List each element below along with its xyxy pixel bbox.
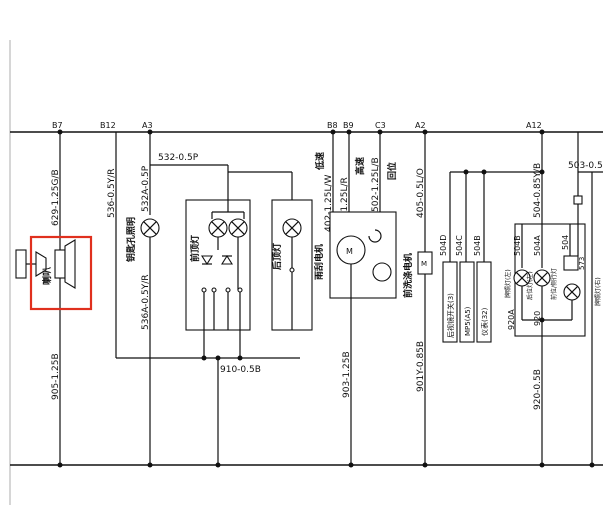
connector-a3: A3 bbox=[142, 121, 153, 130]
horn-highlight bbox=[29, 235, 93, 311]
wire-920a: 920A bbox=[507, 309, 516, 330]
wire-wiper-ground: 903-1.25B bbox=[342, 351, 352, 398]
rear-pos-left-label: 后位灯(左) bbox=[526, 271, 534, 300]
wire-920: 920 bbox=[533, 311, 542, 326]
dome-lamp-circuit: 前顶灯 后顶灯 bbox=[150, 164, 313, 468]
mp5-label: MP5(A5) bbox=[464, 306, 472, 336]
wire-504a: 504A bbox=[533, 235, 542, 256]
keyhole-light-circuit: 536-0.5Y/R 532A-0.5P 536A-0.5Y/R 钥匙孔照明 5… bbox=[107, 129, 300, 468]
wiper-high-label: 高速 bbox=[354, 157, 366, 175]
rear-dome-label: 后顶灯 bbox=[271, 243, 283, 270]
cluster-box bbox=[476, 261, 492, 343]
connector-b12: B12 bbox=[100, 121, 116, 130]
wire-key-mid: 532A-0.5P bbox=[141, 165, 151, 212]
connector-b8: B8 bbox=[327, 121, 338, 130]
connector-b7: B7 bbox=[52, 121, 63, 130]
wire-wiper-low: 402-1.25L/W bbox=[324, 174, 334, 232]
connector-a2: A2 bbox=[415, 121, 426, 130]
wiper-motor-label: 雨刮电机 bbox=[313, 244, 325, 280]
washer-motor-label: 前洗涤电机 bbox=[402, 253, 414, 298]
mp5-box bbox=[459, 261, 475, 343]
wire-a3-top: 532-0.5P bbox=[158, 153, 199, 163]
wire-504b-list: 504B bbox=[473, 235, 482, 256]
wire-573: 573 bbox=[578, 257, 586, 270]
wire-washer-bottom: 901Y-0.85B bbox=[416, 341, 426, 392]
front-pos-left-label: 前位/侧行灯 bbox=[550, 268, 558, 300]
wire-503: 503-0.5 bbox=[568, 161, 603, 171]
wire-504-right: 504 bbox=[561, 235, 570, 250]
plate-lamp-right-label: 牌照灯(右) bbox=[594, 277, 602, 306]
rear-mirror-switch-box bbox=[442, 261, 458, 343]
wire-504-main: 504-0.85Y/B bbox=[533, 163, 543, 218]
wire-wiper-return: 502-1.25L/B bbox=[371, 157, 381, 212]
wire-504c: 504C bbox=[455, 235, 464, 256]
wire-key-lower: 536A-0.5Y/R bbox=[141, 275, 151, 330]
keyhole-light-label: 钥匙孔照明 bbox=[125, 217, 137, 262]
svg-text:M: M bbox=[346, 247, 353, 256]
svg-text:M: M bbox=[421, 260, 427, 268]
connector-c3: C3 bbox=[375, 121, 386, 130]
wire-washer-top: 405-0.5L/O bbox=[416, 168, 426, 218]
plate-lamp-right-circuit: 503-0.5 牌照灯(右) bbox=[568, 132, 603, 468]
wire-horn-top: 629-1.25G/B bbox=[51, 169, 61, 226]
plate-lamp-left-label: 牌照灯(左) bbox=[504, 269, 512, 298]
return-switch-icon bbox=[372, 262, 392, 282]
wire-920-ground: 920-0.5B bbox=[533, 369, 543, 410]
rear-mirror-switch-label: 后视镜开关(3) bbox=[446, 293, 455, 338]
washer-motor-circuit: 405-0.5L/O M 前洗涤电机 901Y-0.85B bbox=[402, 129, 433, 468]
front-dome-label: 前顶灯 bbox=[189, 235, 201, 262]
wire-504d: 504D bbox=[439, 235, 448, 256]
wiper-return-label: 回位 bbox=[386, 162, 398, 180]
wire-lamp-ground: 910-0.5B bbox=[220, 365, 261, 375]
position-lamp-circuit: 504-0.85Y/B 504D 504C 504B 后视镜开关(3) MP5(… bbox=[439, 129, 586, 468]
wire-504b: 504B bbox=[513, 235, 522, 256]
horn-label: 喇叭 bbox=[41, 267, 53, 285]
horn-circuit: 629-1.25G/B 905-1.25B 喇叭 bbox=[15, 129, 93, 468]
wiper-motor-circuit: 低速 402-1.25L/W 401-1.25L/R 高速 502-1.25L/… bbox=[313, 129, 398, 468]
wiper-low-label: 低速 bbox=[314, 152, 326, 171]
cluster-label: 仪表(32) bbox=[480, 307, 489, 336]
horn-body bbox=[15, 249, 27, 279]
connector-b9: B9 bbox=[343, 121, 354, 130]
horn-icon bbox=[35, 251, 47, 277]
wire-key-top: 536-0.5Y/R bbox=[107, 168, 117, 218]
wire-horn-bottom: 905-1.25B bbox=[51, 353, 61, 400]
connector-a12: A12 bbox=[526, 121, 542, 130]
wire-wiper-high: 401-1.25L/R bbox=[340, 177, 350, 232]
